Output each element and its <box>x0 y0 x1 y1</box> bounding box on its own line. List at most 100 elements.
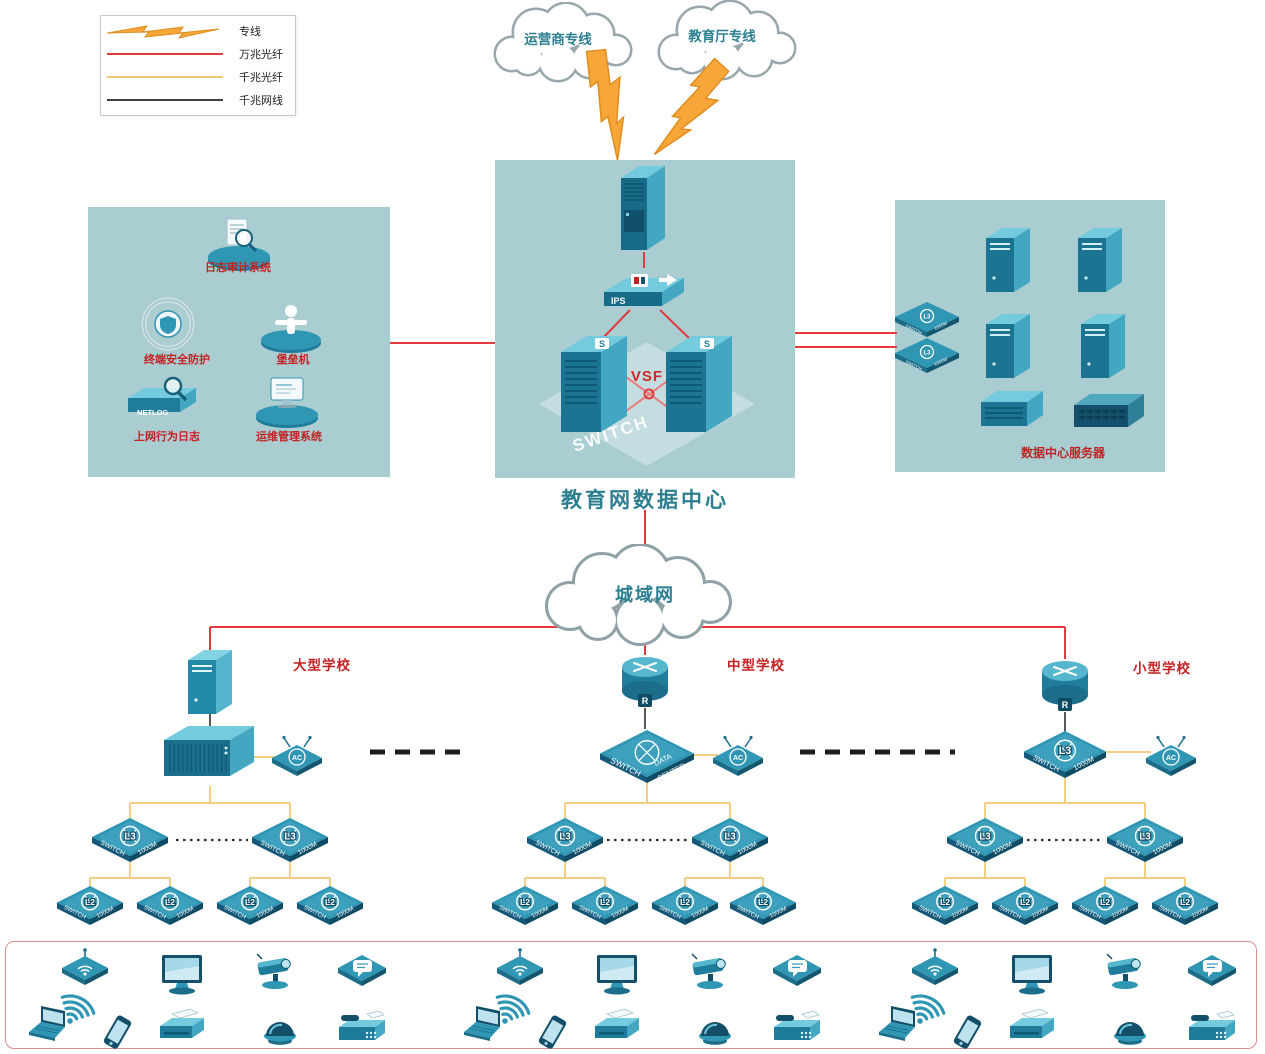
svg-text:AC: AC <box>1166 755 1176 762</box>
legend: 专线万兆光纤千兆光纤千兆网线 <box>100 15 296 116</box>
netlog-label: 上网行为日志 <box>134 431 200 443</box>
cloud-edu-label: 教育厅专线 <box>688 29 756 44</box>
desktop-monitor <box>595 953 639 997</box>
wireless-controller: AC <box>272 735 322 781</box>
vsf-core-switch-2: S <box>666 336 734 438</box>
fax-phone <box>772 1011 822 1049</box>
svg-text:L2: L2 <box>600 897 610 907</box>
svg-text:L2: L2 <box>758 897 768 907</box>
legend-line-swatch <box>107 98 223 101</box>
fax-phone <box>1187 1011 1237 1049</box>
svg-text:L2: L2 <box>1100 897 1110 907</box>
svg-text:L3: L3 <box>559 832 571 843</box>
dome-camera <box>695 1012 735 1048</box>
dc-rack-switch <box>1074 394 1146 438</box>
dc-storage <box>981 391 1045 437</box>
svg-text:L2: L2 <box>1180 897 1190 907</box>
svg-text:R: R <box>1062 700 1069 710</box>
firewall <box>621 166 667 254</box>
wifi-signal-icon <box>495 989 539 1027</box>
dc-server <box>986 314 1032 380</box>
svg-text:AC: AC <box>733 755 743 762</box>
school-small-label: 小型学校 <box>1133 661 1191 676</box>
ips-device: IPS <box>603 266 687 320</box>
svg-text:L3: L3 <box>124 832 136 843</box>
school-large-label: 大型学校 <box>293 658 351 673</box>
svg-text:L3: L3 <box>724 832 736 843</box>
svg-text:S: S <box>704 339 710 349</box>
svg-text:L2: L2 <box>520 897 530 907</box>
school-router: R <box>1039 656 1091 714</box>
svg-text:L2: L2 <box>85 897 95 907</box>
vsf-core-switch-1: S <box>561 336 629 438</box>
wireless-ap <box>62 948 108 988</box>
svg-text:L3: L3 <box>284 832 296 843</box>
svg-text:L3: L3 <box>923 315 931 321</box>
legend-line-swatch <box>107 75 223 78</box>
svg-text:1000M: 1000M <box>933 320 948 330</box>
laptop <box>29 1006 81 1044</box>
svg-text:L2: L2 <box>165 897 175 907</box>
desktop-monitor <box>160 953 204 997</box>
svg-text:L3: L3 <box>1059 745 1072 757</box>
dome-camera <box>260 1012 300 1048</box>
wireless-controller: AC <box>1146 735 1196 781</box>
legend-row: 千兆光纤 <box>107 65 289 88</box>
svg-text:L2: L2 <box>245 897 255 907</box>
cloud-man-label: 城域网 <box>615 585 675 605</box>
laptop <box>464 1006 516 1044</box>
printer <box>1010 1006 1054 1046</box>
bastion-host-icon <box>257 299 325 355</box>
im-terminal <box>1188 955 1236 991</box>
svg-text:L3: L3 <box>979 832 991 843</box>
desktop-monitor <box>1010 953 1054 997</box>
legend-label: 千兆网线 <box>239 94 283 107</box>
legend-label: 万兆光纤 <box>239 48 283 61</box>
ptz-camera <box>689 952 735 994</box>
svg-text:IPS: IPS <box>611 296 626 306</box>
legend-row: 专线 <box>107 19 289 42</box>
dc-server <box>1078 228 1124 294</box>
laptop <box>879 1006 931 1044</box>
svg-text:R: R <box>642 696 649 706</box>
legend-line-swatch <box>107 52 223 55</box>
im-terminal <box>338 955 386 991</box>
server-zone-title: 数据中心服务器 <box>1020 446 1105 460</box>
ptz-camera <box>254 952 300 994</box>
wifi-signal-icon <box>910 989 954 1027</box>
netlog-icon: NETLOG <box>125 374 199 428</box>
school-medium-label: 中型学校 <box>727 658 785 673</box>
datacenter-title: 教育网数据中心 <box>561 488 729 512</box>
smartphone <box>100 1014 134 1052</box>
svg-text:L2: L2 <box>680 897 690 907</box>
log-audit-icon <box>203 213 275 273</box>
im-terminal <box>773 955 821 991</box>
wireless-controller: AC <box>713 735 763 781</box>
school-router: R <box>619 652 671 710</box>
vsf-label: VSF <box>630 368 664 385</box>
printer <box>160 1006 204 1046</box>
wireless-ap <box>912 948 958 988</box>
wifi-signal-icon <box>60 989 104 1027</box>
terminal-protect-icon <box>140 296 196 352</box>
svg-text:L3: L3 <box>1139 832 1151 843</box>
svg-text:L2: L2 <box>1020 897 1030 907</box>
fax-phone <box>337 1011 387 1049</box>
dome-camera <box>1110 1012 1150 1048</box>
